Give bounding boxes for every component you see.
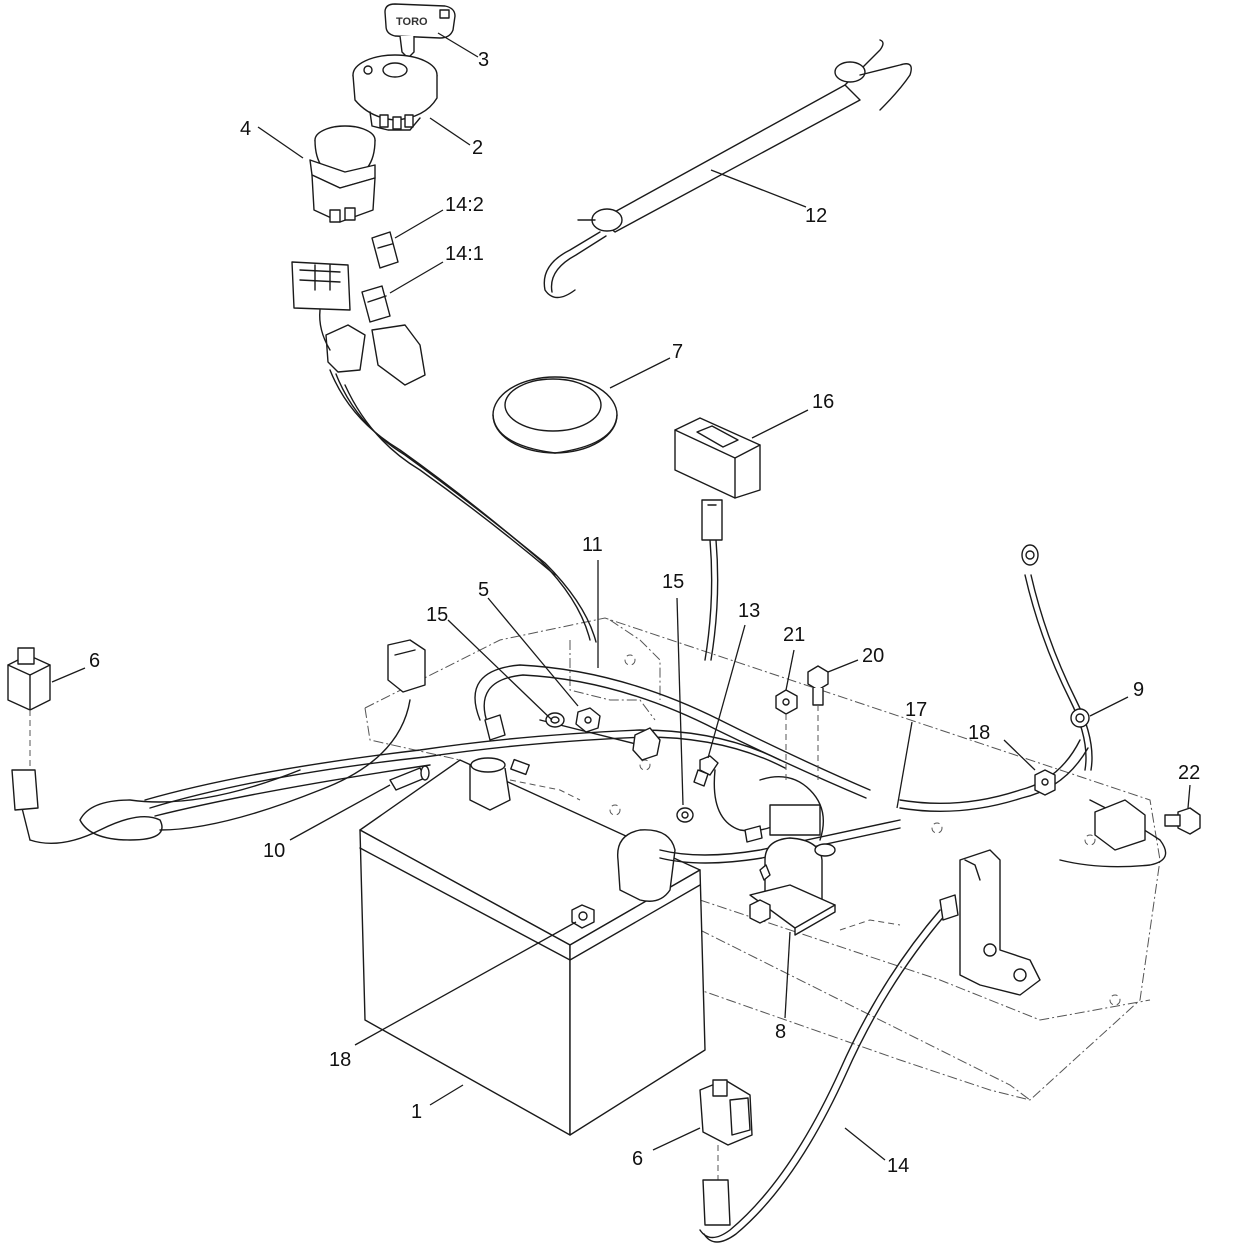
hour-meter — [674, 417, 761, 541]
ignition-switch — [352, 54, 438, 131]
starter-solenoid — [749, 804, 836, 936]
callout-20: 20 — [862, 645, 884, 667]
callout-5: 5 — [478, 579, 489, 601]
callout-1: 1 — [411, 1101, 422, 1123]
callout-7: 7 — [672, 341, 683, 363]
switch-upper — [7, 647, 51, 811]
callout-10: 10 — [263, 840, 285, 862]
callout-14-2: 14:2 — [445, 194, 484, 216]
callout-17: 17 — [905, 699, 927, 721]
callout-13: 13 — [738, 600, 760, 622]
leader-lines — [51, 32, 1191, 1161]
callout-14: 14 — [887, 1155, 909, 1177]
pto-connector — [291, 261, 426, 386]
callout-22: 22 — [1178, 762, 1200, 784]
hardware — [387, 544, 1201, 921]
frame-plate — [364, 617, 1161, 1101]
callout-4: 4 — [240, 118, 251, 140]
callout-8: 8 — [775, 1021, 786, 1043]
wire-harness — [19, 369, 1167, 1243]
fuses — [361, 231, 399, 323]
callout-6-lower: 6 — [632, 1148, 643, 1170]
key-brand-text: TORO — [396, 16, 428, 28]
switch-lower — [699, 1079, 753, 1226]
callout-21: 21 — [783, 624, 805, 646]
callout-15-left: 15 — [426, 604, 448, 626]
callout-16: 16 — [812, 391, 834, 413]
callout-3: 3 — [478, 49, 489, 71]
callout-18-bottom: 18 — [329, 1049, 351, 1071]
callout-6-upper: 6 — [89, 650, 100, 672]
callout-12: 12 — [805, 205, 827, 227]
battery — [359, 757, 706, 1136]
ignition-key: TORO — [384, 3, 456, 59]
plug-cap — [492, 376, 618, 454]
callout-15-middle: 15 — [662, 571, 684, 593]
callout-2: 2 — [472, 137, 483, 159]
callout-18-right: 18 — [968, 722, 990, 744]
callout-labels: 3 2 4 14:2 14:1 12 7 16 11 15 5 15 13 21… — [89, 49, 1200, 1177]
callout-9: 9 — [1133, 679, 1144, 701]
mounting-bracket — [959, 849, 1041, 996]
callout-14-1: 14:1 — [445, 243, 484, 265]
callout-11: 11 — [582, 534, 603, 556]
pto-knob — [309, 125, 376, 223]
rod-assembly — [543, 39, 912, 299]
